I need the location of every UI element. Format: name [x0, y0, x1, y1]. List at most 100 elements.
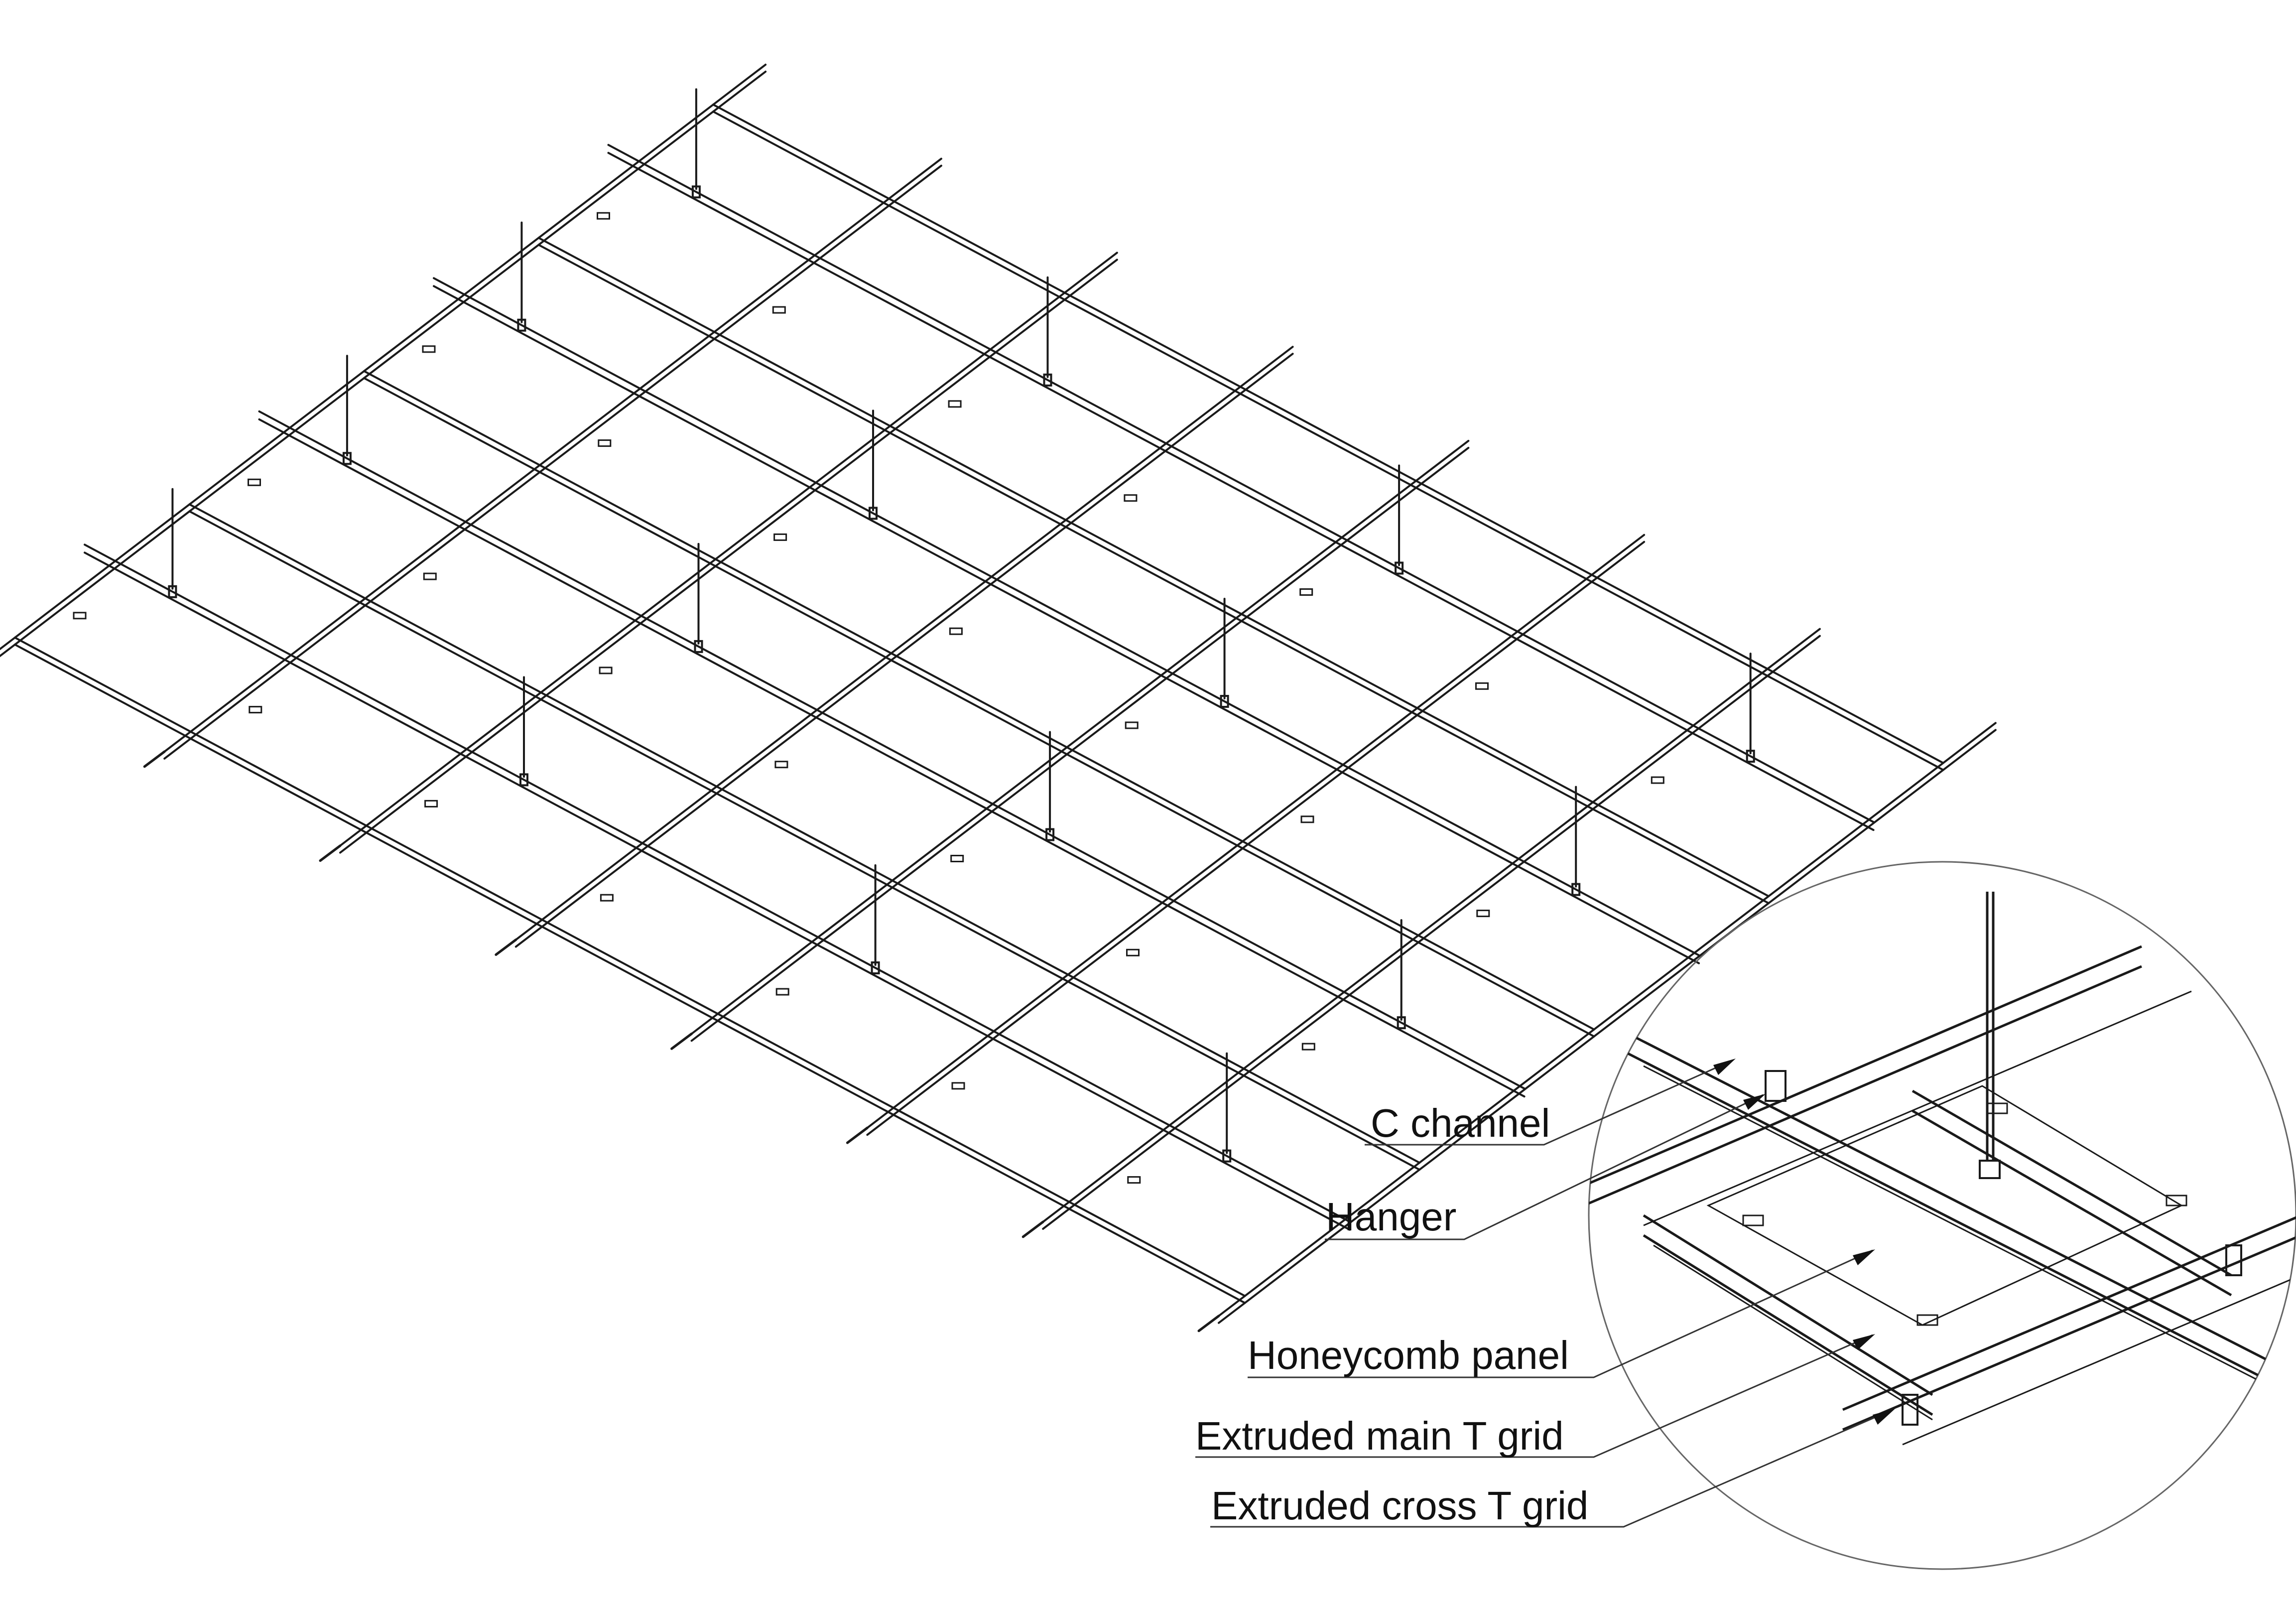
c-channel-line	[258, 410, 1526, 1090]
cross-t-grid-line	[712, 111, 1944, 771]
cross-t-grid-line	[363, 370, 1595, 1031]
panel-clip	[598, 439, 612, 447]
detail-hanger	[1979, 892, 2001, 1179]
detail-main-t-grid	[1589, 945, 2296, 1446]
panel-clip	[772, 306, 786, 314]
c-channel-line	[84, 543, 1351, 1223]
label-extruded-cross-t-grid: Extruded cross T grid	[1211, 1483, 1588, 1528]
panel-clip	[1300, 815, 1314, 823]
ceiling-grid	[0, 63, 1997, 1333]
panel-clip	[1127, 1176, 1141, 1184]
c-channel-lines	[84, 143, 1875, 1231]
hanger-clip	[1222, 1149, 1232, 1163]
c-channel-line	[433, 277, 1700, 956]
panel-clip	[600, 894, 614, 902]
main-t-grid-end	[319, 844, 342, 862]
main-t-grid-end	[846, 1126, 869, 1144]
cross-t-grid-line	[537, 237, 1770, 898]
c-channel-line	[607, 151, 1875, 831]
main-t-grid-line	[690, 447, 1470, 1042]
hanger-clip	[1045, 828, 1055, 841]
main-t-grid-end	[143, 750, 166, 768]
c-channel-line	[258, 418, 1526, 1098]
panel-clip	[423, 572, 437, 580]
panel-clip	[1125, 721, 1139, 729]
panel-clip	[773, 533, 787, 541]
main-t-grid-line	[1042, 628, 1821, 1223]
hanger-clip	[1395, 561, 1404, 575]
c-channel-line	[84, 551, 1351, 1231]
main-t-grid-line	[163, 164, 942, 760]
cross-t-grid-lines	[14, 104, 1944, 1304]
cross-t-grid-line	[712, 104, 1944, 764]
hanger-clip	[694, 640, 703, 653]
hanger-clip	[1571, 883, 1581, 896]
cross-t-grid-line	[537, 244, 1770, 905]
main-t-grid-end	[670, 1032, 693, 1050]
hanger-clip	[342, 452, 352, 465]
hanger-clip	[1043, 373, 1052, 387]
c-channel-line	[607, 143, 1875, 823]
panel-clip	[948, 400, 962, 408]
main-t-grid-end	[495, 938, 517, 956]
panel-clip	[249, 706, 262, 714]
panel-clip	[1651, 776, 1664, 784]
hanger-clip	[869, 507, 878, 520]
main-t-grid-line	[1218, 729, 1997, 1324]
main-t-grid-line	[339, 252, 1118, 847]
cross-t-grid-line	[14, 637, 1246, 1297]
hanger-rods	[168, 88, 1755, 1163]
main-t-grid-end	[1021, 1220, 1044, 1238]
cross-t-grid-line	[188, 510, 1421, 1171]
main-t-grid-line	[339, 259, 1118, 854]
leader-lines	[1195, 1059, 1893, 1528]
panel-clip	[73, 612, 87, 620]
hanger-clip	[871, 961, 880, 974]
panel-clip	[774, 761, 788, 769]
main-t-grid-line	[1218, 722, 1997, 1317]
main-t-grid-end	[1197, 1315, 1220, 1333]
panel-clip	[424, 800, 438, 807]
label-c-channel: C channel	[1371, 1101, 1550, 1145]
leader-arrowheads	[1713, 1059, 1895, 1425]
panel-clip	[950, 855, 964, 862]
main-t-grid-line	[514, 353, 1294, 948]
main-t-grid-line	[866, 534, 1646, 1129]
hanger-clip	[691, 185, 701, 199]
detail-c-channel	[1603, 1020, 2296, 1411]
panel-clip	[1301, 1043, 1315, 1051]
panel-clip	[1126, 948, 1140, 956]
hanger-clip	[519, 773, 528, 787]
main-t-grid-line	[866, 540, 1646, 1136]
main-t-grid-line	[163, 157, 942, 753]
hanger-clip	[1220, 695, 1229, 708]
detail-circle	[1588, 861, 2296, 1570]
panel-clip	[1299, 588, 1313, 596]
detail-cross-t-grid	[1643, 1089, 2232, 1421]
cross-t-grid-line	[363, 377, 1595, 1038]
detail-callout	[1588, 861, 2296, 1570]
main-t-grid-line	[514, 346, 1294, 941]
cross-t-grid-line	[14, 644, 1246, 1304]
hanger-clip	[168, 585, 177, 598]
label-hanger: Hanger	[1326, 1195, 1456, 1239]
c-channel-line	[433, 285, 1700, 964]
panel-clip	[422, 345, 436, 353]
hanger-clip	[1746, 750, 1755, 763]
panel-clip	[599, 667, 613, 674]
main-t-grid-line	[0, 70, 767, 658]
main-t-grid-line	[0, 63, 767, 651]
label-extruded-main-t-grid: Extruded main T grid	[1195, 1414, 1564, 1458]
cross-t-grid-line	[188, 503, 1421, 1164]
label-honeycomb-panel: Honeycomb panel	[1248, 1333, 1569, 1377]
panel-clip	[775, 988, 789, 996]
main-t-grid-line	[690, 440, 1470, 1035]
panel-clip	[949, 627, 963, 635]
panel-clip	[951, 1082, 965, 1090]
panel-clip	[597, 212, 610, 220]
main-t-grid-line	[1042, 635, 1821, 1230]
panel-clips	[73, 212, 1664, 1184]
hanger-clip	[517, 318, 526, 332]
panel-clip	[1475, 682, 1489, 690]
